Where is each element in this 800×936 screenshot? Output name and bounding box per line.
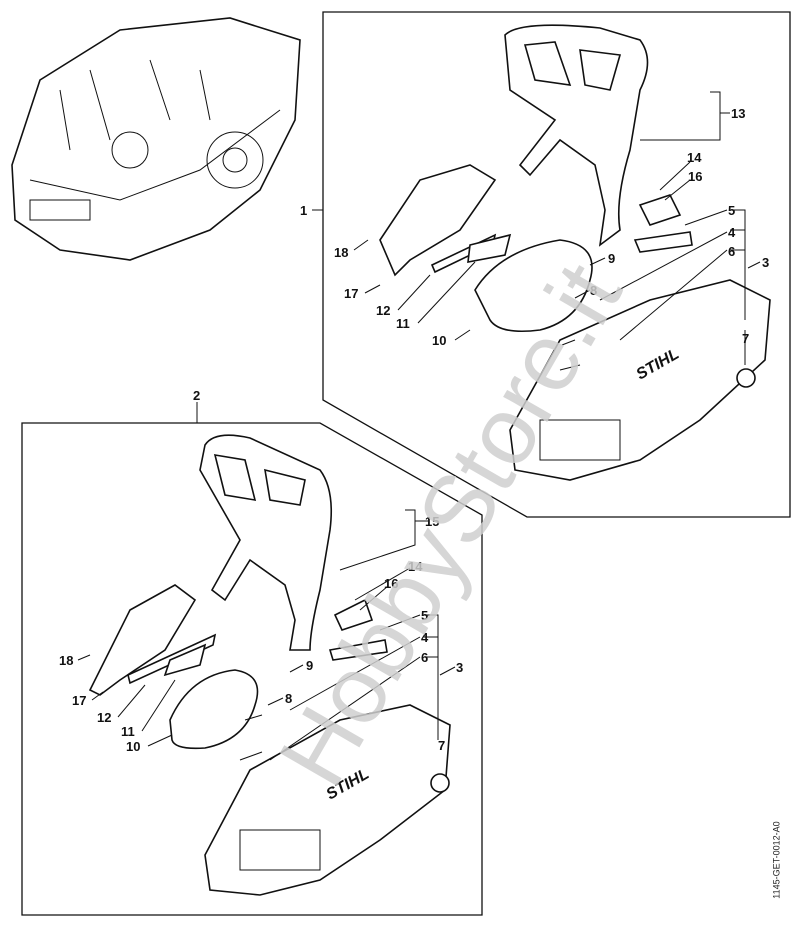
sprocket-cover (509, 279, 771, 481)
callout: 8 (590, 283, 597, 298)
callout-group-2: 2 (193, 388, 200, 403)
group-2-frame (21, 422, 483, 916)
callout: 6 (421, 650, 428, 665)
callout: 17 (72, 693, 86, 708)
callout: 8 (285, 691, 292, 706)
callout: 13 (731, 106, 745, 121)
callout: 15 (425, 514, 439, 529)
hand-guard (504, 24, 649, 247)
callout: 14 (687, 150, 702, 165)
callout: 3 (762, 255, 769, 270)
callout: 5 (421, 608, 428, 623)
drawing-code: 1145-GET-0012-A0 (771, 821, 782, 899)
callout: 11 (396, 316, 410, 331)
callout: 17 (344, 286, 358, 301)
group-1-frame (322, 11, 791, 518)
brake-band (474, 239, 593, 333)
callout: 18 (59, 653, 73, 668)
callout: 4 (728, 225, 736, 240)
callout: 16 (688, 169, 702, 184)
bottom-leaders (77, 402, 456, 761)
callout: 18 (334, 245, 348, 260)
bottom-callouts: 2 15 14 16 5 4 6 3 9 8 7 18 17 12 11 10 (59, 388, 463, 754)
callout: 12 (376, 303, 390, 318)
callout: 3 (456, 660, 463, 675)
callout: 4 (421, 630, 429, 645)
callout: 10 (126, 739, 140, 754)
callout: 6 (728, 244, 735, 259)
brake-lever (379, 164, 497, 277)
callout: 12 (97, 710, 111, 725)
callout: 14 (408, 559, 423, 574)
callout: 7 (438, 738, 445, 753)
brake-band (169, 669, 259, 750)
callout-group-1: 1 (300, 203, 307, 218)
brake-lever (88, 584, 197, 696)
top-leaders (312, 91, 761, 365)
callout: 11 (121, 724, 135, 739)
callout: 10 (432, 333, 446, 348)
engine-overview (11, 17, 301, 261)
bottom-parts: STIHL (88, 434, 451, 896)
top-callouts: 1 13 14 16 5 4 6 3 9 8 7 18 17 12 11 10 (300, 106, 769, 348)
nut (430, 773, 450, 793)
callout: 7 (742, 331, 749, 346)
nut (736, 368, 756, 388)
callout: 9 (306, 658, 313, 673)
top-parts: STIHL (379, 24, 771, 481)
callout: 16 (384, 576, 398, 591)
callout: 5 (728, 203, 735, 218)
callout: 9 (608, 251, 615, 266)
